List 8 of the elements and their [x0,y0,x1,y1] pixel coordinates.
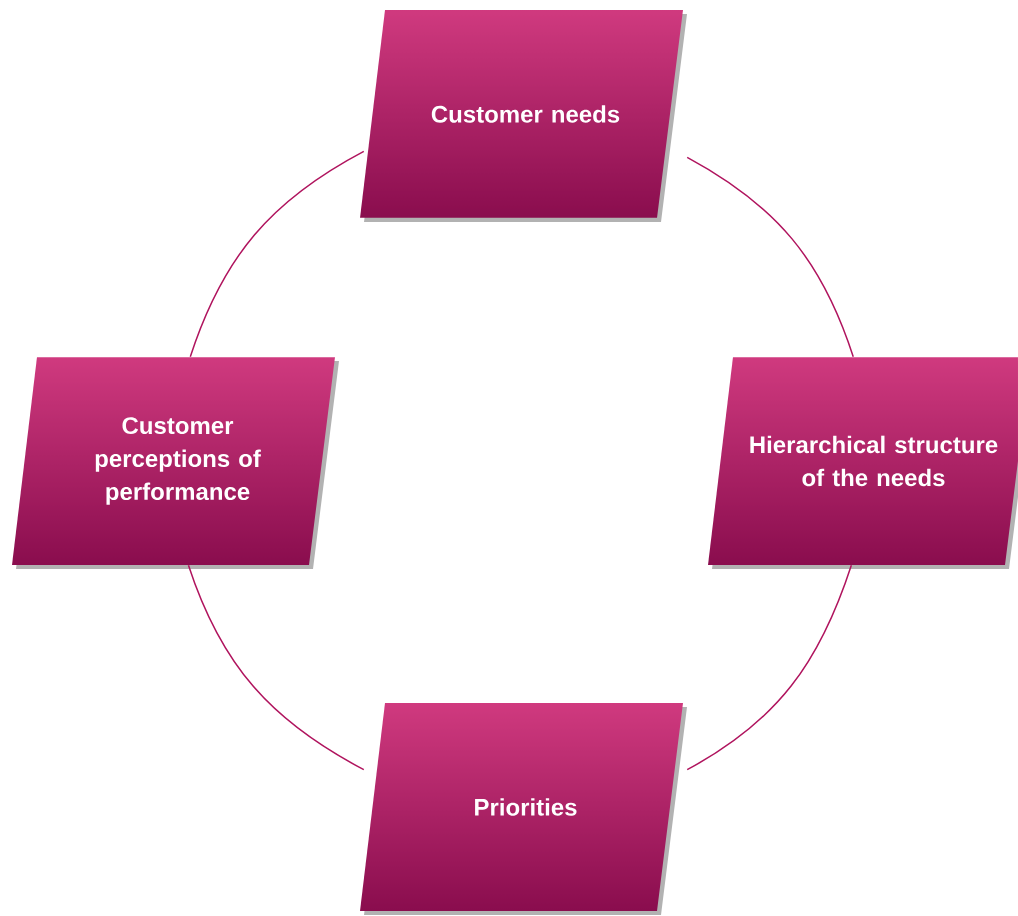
connector-arc [187,564,365,771]
connector-arc [686,156,854,358]
parallelogram-box: Customer needs [360,10,687,222]
connector-arc [189,150,365,358]
parallelogram-box: Hierarchical structure of the needs [708,357,1018,569]
connector-arc [686,564,853,771]
parallelogram-box: Customer perceptions of performance [12,357,339,569]
parallelogram-box: Priorities [360,703,687,915]
